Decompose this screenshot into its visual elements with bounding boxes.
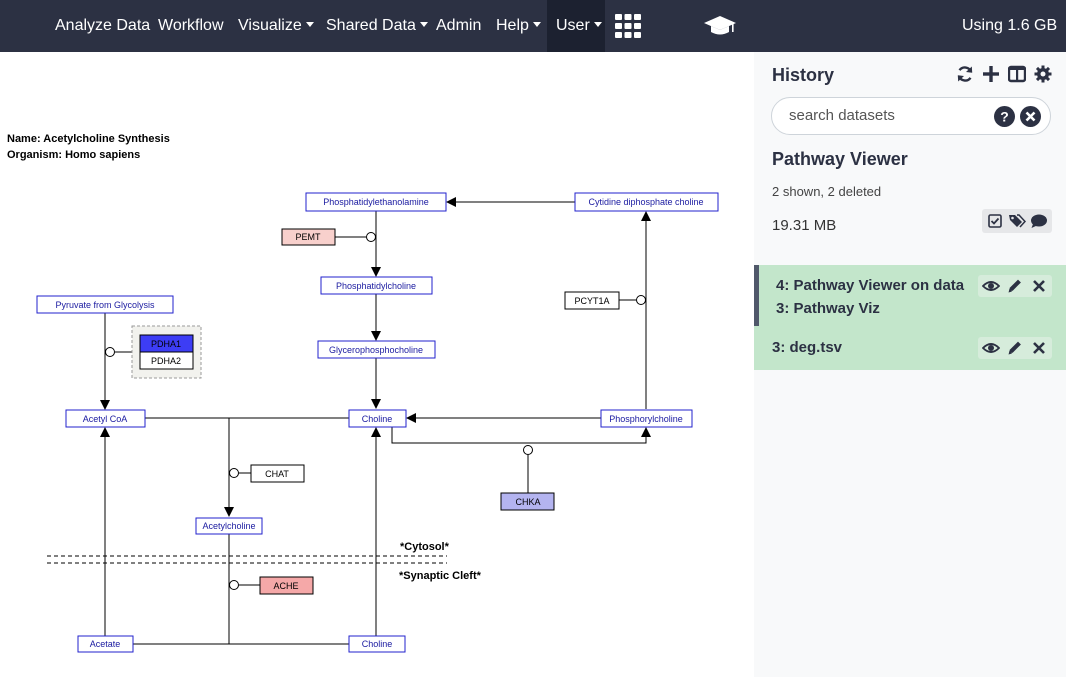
caret-down-icon [593,22,602,27]
apps-grid-icon[interactable] [615,14,641,38]
nav-analyze-data[interactable]: Analyze Data [55,17,151,34]
refresh-icon[interactable] [956,65,974,83]
caret-down-icon [419,22,428,27]
metabolite-phosphatidylethanolamine[interactable]: Phosphatidylethanolamine [305,192,447,212]
svg-text:PCYT1A: PCYT1A [574,296,609,306]
nav-admin[interactable]: Admin [436,17,482,34]
search-datasets-box: ? [771,97,1051,135]
dataset-actions [978,337,1052,359]
caret-down-icon [305,22,314,27]
svg-text:PDHA1: PDHA1 [151,339,181,349]
synaptic-cleft-label: *Synaptic Cleft* [399,570,482,582]
pathway-diagram: Name: Acetylcholine Synthesis Organism: … [7,133,719,653]
usage-indicator[interactable]: Using 1.6 GB [962,17,1058,34]
tags-icon[interactable] [1008,213,1026,229]
gene-pemt[interactable]: PEMT [281,228,336,246]
cytosol-label: *Cytosol* [400,541,450,553]
svg-text:?: ? [1000,109,1009,125]
nav-visualize[interactable]: Visualize [238,0,314,52]
svg-text:CHAT: CHAT [265,469,289,479]
gene-pdha1[interactable]: PDHA1 [139,334,194,353]
dataset-item[interactable]: 3: deg.tsv [754,328,1066,370]
gear-icon[interactable] [1034,65,1052,83]
metabolite-choline[interactable]: Choline [348,409,407,428]
pathway-name-label: Name: Acetylcholine Synthesis [7,133,170,145]
eye-icon[interactable] [982,340,1000,356]
metabolite-phosphatidylcholine[interactable]: Phosphatidylcholine [320,276,433,295]
pdha-catalysis-node [105,347,115,357]
metabolite-acetate[interactable]: Acetate [77,635,134,653]
caret-down-icon [532,22,541,27]
history-stats: 2 shown, 2 deleted [772,184,882,199]
svg-text:Acetylcholine: Acetylcholine [202,521,255,531]
gene-pdha2[interactable]: PDHA2 [139,351,194,370]
dataset-item[interactable]: 4: Pathway Viewer on data 3: Pathway Viz [754,265,1066,328]
delete-icon[interactable] [1030,278,1048,294]
svg-text:Acetate: Acetate [90,639,121,649]
history-panel-title: History [772,65,835,85]
pcyt1a-catalysis-node [636,295,646,305]
graduation-cap-icon[interactable] [703,15,737,37]
history-panel: History ? Pathway Viewer 2 shown, 2 dele… [754,52,1066,677]
svg-text:Pyruvate from Glycolysis: Pyruvate from Glycolysis [55,300,155,310]
svg-text:PDHA2: PDHA2 [151,356,181,366]
svg-text:Acetyl CoA: Acetyl CoA [83,414,128,424]
ache-catalysis-node [229,580,239,590]
gene-chat[interactable]: CHAT [250,464,305,483]
gene-pcyt1a[interactable]: PCYT1A [564,291,620,310]
question-circle-icon[interactable]: ? [994,106,1015,127]
gene-ache[interactable]: ACHE [259,576,314,595]
svg-text:Phosphatidylethanolamine: Phosphatidylethanolamine [323,197,429,207]
dataset-actions [978,275,1052,297]
history-size: 19.31 MB [772,217,837,234]
metabolite-cdp-choline[interactable]: Cytidine diphosphate choline [574,192,719,212]
svg-text:PEMT: PEMT [295,232,321,242]
clear-search-icon[interactable] [1020,106,1041,127]
svg-text:CHKA: CHKA [515,497,540,507]
metabolite-phosphorylcholine[interactable]: Phosphorylcholine [600,409,693,428]
nav-shared-data[interactable]: Shared Data [326,0,428,52]
select-items-icon[interactable] [986,213,1004,229]
comment-icon[interactable] [1030,213,1048,229]
gene-chka[interactable]: CHKA [500,492,555,511]
columns-icon[interactable] [1008,65,1026,83]
metabolite-choline-cleft[interactable]: Choline [348,635,406,653]
svg-text:Phosphatidylcholine: Phosphatidylcholine [336,281,416,291]
nav-user[interactable]: User [556,0,602,52]
svg-text:ACHE: ACHE [273,581,298,591]
dataset-title[interactable]: 4: Pathway Viewer on data [776,277,965,294]
history-panel-actions [956,65,1052,83]
history-options-group [982,209,1052,233]
chka-catalysis-node [523,445,533,455]
svg-text:Phosphorylcholine: Phosphorylcholine [609,414,683,424]
chat-catalysis-node [229,468,239,478]
svg-text:Choline: Choline [362,414,393,424]
svg-text:Cytidine diphosphate choline: Cytidine diphosphate choline [588,197,703,207]
eye-icon[interactable] [982,278,1000,294]
pencil-icon[interactable] [1006,278,1024,294]
history-name[interactable]: Pathway Viewer [772,149,908,169]
dataset-title[interactable]: 3: deg.tsv [772,339,843,356]
metabolite-pyruvate[interactable]: Pyruvate from Glycolysis [36,295,174,314]
pemt-catalysis-node [366,232,376,242]
search-datasets-input[interactable] [789,107,989,124]
metabolite-acetyl-coa[interactable]: Acetyl CoA [65,409,146,428]
metabolite-glycerophosphocholine[interactable]: Glycerophosphocholine [317,340,436,359]
pencil-icon[interactable] [1006,340,1024,356]
top-navbar: Analyze Data Workflow Visualize Shared D… [0,0,1066,52]
metabolite-acetylcholine[interactable]: Acetylcholine [195,517,263,535]
delete-icon[interactable] [1030,340,1048,356]
pathway-canvas: Name: Acetylcholine Synthesis Organism: … [0,52,754,677]
dataset-title-cont[interactable]: 3: Pathway Viz [776,300,880,317]
pathway-organism-label: Organism: Homo sapiens [7,149,140,161]
nav-help[interactable]: Help [496,0,541,52]
svg-text:Glycerophosphocholine: Glycerophosphocholine [329,345,423,355]
dataset-state-marker [754,265,759,326]
nav-workflow[interactable]: Workflow [158,17,224,34]
plus-icon[interactable] [982,65,1000,83]
svg-text:Choline: Choline [362,639,393,649]
